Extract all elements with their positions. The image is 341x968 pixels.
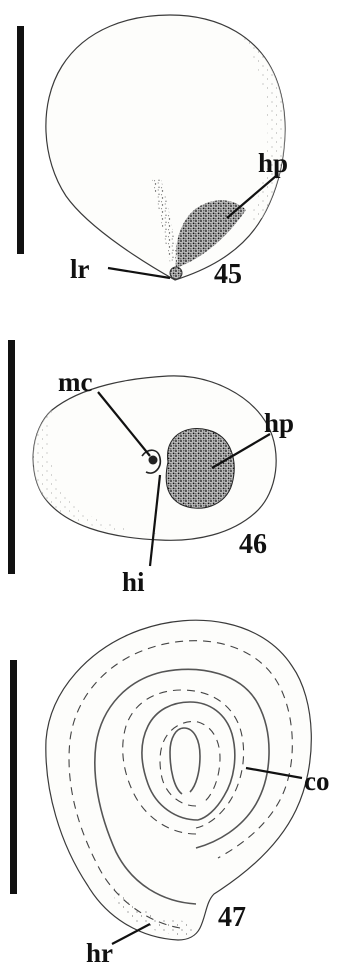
label-mc: mc	[58, 367, 92, 397]
label-lr: lr	[70, 254, 90, 284]
scale-bar	[10, 660, 17, 894]
figure-45: hp lr 45	[17, 15, 288, 290]
label-hi: hi	[122, 567, 145, 597]
scale-bar	[17, 26, 24, 254]
micropyle	[149, 456, 158, 465]
figure-number: 46	[239, 529, 267, 560]
figure-47: co hr 47	[10, 620, 329, 968]
label-hp: hp	[264, 408, 294, 438]
embryo-outline	[46, 620, 311, 940]
lens-region	[170, 267, 182, 279]
label-co: co	[304, 766, 329, 796]
scale-bar	[8, 340, 15, 574]
figure-number: 47	[218, 902, 246, 933]
label-hr: hr	[86, 938, 113, 968]
label-hp: hp	[258, 148, 288, 178]
hilar-pad	[166, 428, 234, 508]
figure-number: 45	[214, 259, 242, 290]
figure-46: mc hp hi 46	[8, 340, 294, 597]
